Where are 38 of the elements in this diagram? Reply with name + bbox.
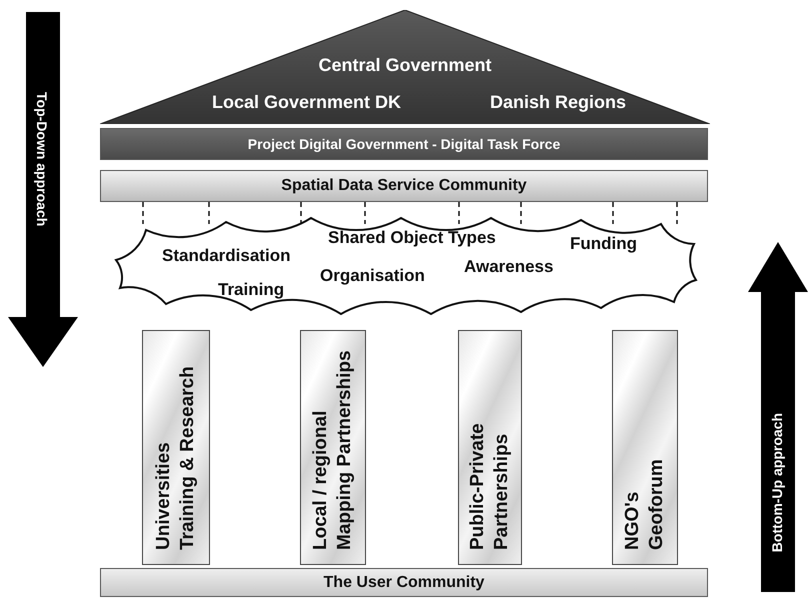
roof-label: Local Government DK [212, 92, 402, 113]
dashed-connector [300, 202, 302, 224]
dashed-connector [612, 202, 614, 224]
band-label: Spatial Data Service Community [281, 177, 527, 195]
pillar-label: NGO's [621, 492, 644, 550]
band-label: The User Community [324, 574, 484, 592]
roof-label: Central Government [317, 55, 493, 76]
cloud-label: Shared Object Types [328, 228, 496, 248]
pillar [142, 330, 210, 565]
pillar [612, 330, 678, 565]
arrow-label: Bottom-Up approach [769, 412, 785, 552]
dashed-connector [458, 202, 460, 224]
dashed-connector [676, 202, 678, 224]
cloud-label: Organisation [320, 266, 425, 286]
down-arrow [8, 12, 78, 367]
up-arrow [748, 242, 808, 592]
dashed-connector [520, 202, 522, 224]
pillar-label: Universities [152, 442, 175, 550]
arrow-label: Top-Down approach [34, 92, 50, 226]
banner-bar [100, 170, 708, 202]
roof-triangle [100, 10, 710, 124]
pillar [458, 330, 522, 565]
pillar-label: Local / regional Mapping Partnerships [309, 349, 356, 550]
dashed-connector [208, 202, 210, 224]
pillar [300, 330, 366, 565]
roof-label: Danish Regions [490, 92, 626, 113]
base-bar [100, 568, 708, 597]
dashed-connector [142, 202, 144, 224]
band-label: Project Digital Government - Digital Task Force [248, 136, 560, 152]
pillar-label: Geoforum [645, 459, 668, 550]
cloud-label: Awareness [464, 257, 554, 277]
dashed-connector [364, 202, 366, 224]
banner-bar [100, 128, 708, 160]
cloud-label: Funding [570, 234, 638, 254]
pillar-label: Training & Research [176, 366, 199, 550]
cloud-label: Training [218, 280, 284, 300]
pillar-label: Public-Private Partnerships [466, 422, 513, 550]
cloud-label: Standardisation [162, 246, 290, 266]
